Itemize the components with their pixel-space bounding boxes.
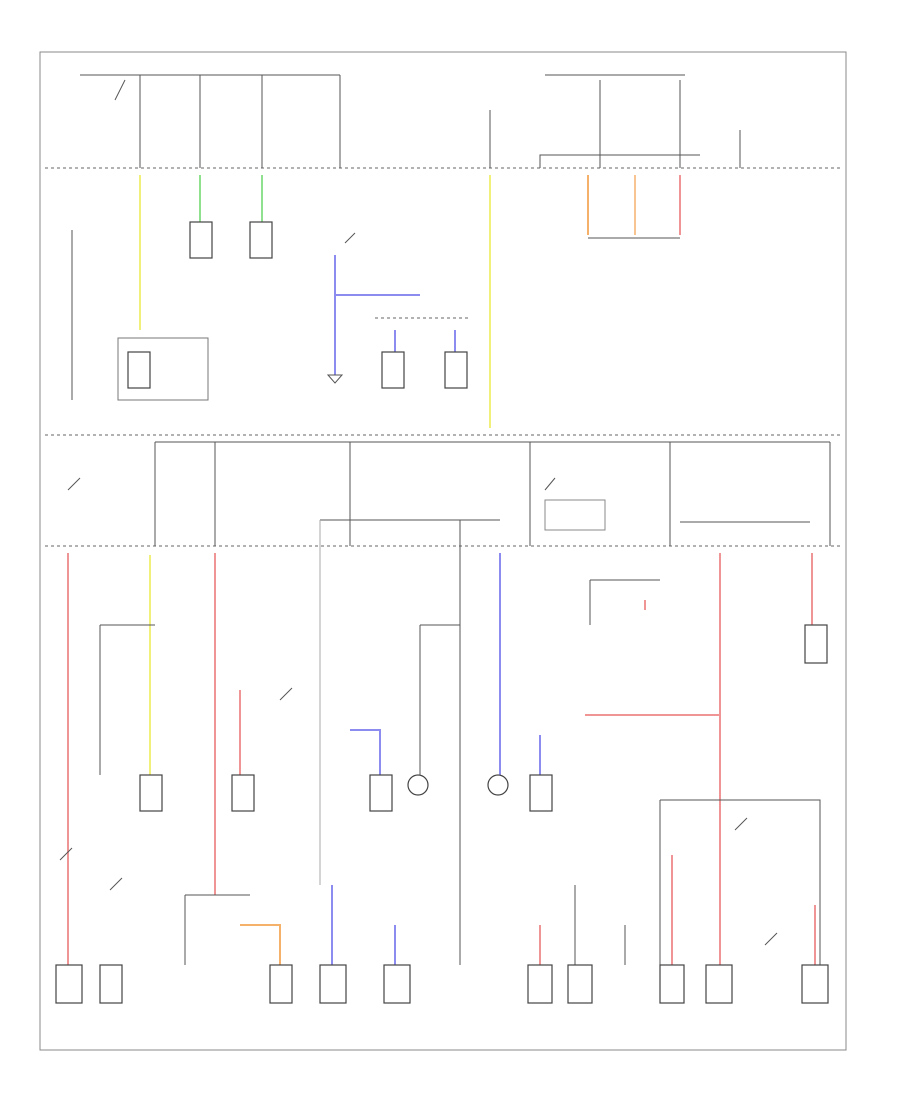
switch-icons: [59, 232, 778, 946]
component-box: [801, 964, 829, 1004]
component-box: [99, 964, 123, 1004]
component-box: [527, 964, 553, 1004]
component-box: [55, 964, 83, 1004]
component-box: [231, 774, 255, 812]
component-box: [529, 774, 553, 812]
ignition-switch-icon: [114, 75, 341, 168]
right-feed-wire: [660, 799, 821, 965]
module-outline: [117, 337, 209, 401]
relay-box: [544, 499, 606, 531]
component-box: [269, 964, 293, 1004]
component-box: [139, 774, 163, 812]
diagram-frame: [39, 51, 847, 1051]
component-box: [705, 964, 733, 1004]
lamp-icon: [407, 774, 429, 796]
lamp-icon: [487, 774, 509, 796]
ground-icon: [326, 374, 344, 384]
blue-wire-lower-2: [350, 729, 381, 775]
component-box: [127, 351, 151, 389]
component-box: [381, 351, 405, 389]
relay-link-wire: [539, 154, 700, 168]
component-box: [567, 964, 593, 1004]
component-box: [319, 964, 347, 1004]
orange-wire-lower: [240, 924, 281, 965]
component-box: [444, 351, 468, 389]
component-box: [383, 964, 411, 1004]
component-box: [249, 221, 273, 259]
component-box: [369, 774, 393, 812]
component-box: [659, 964, 685, 1004]
component-box: [189, 221, 213, 259]
component-box: [804, 624, 828, 664]
